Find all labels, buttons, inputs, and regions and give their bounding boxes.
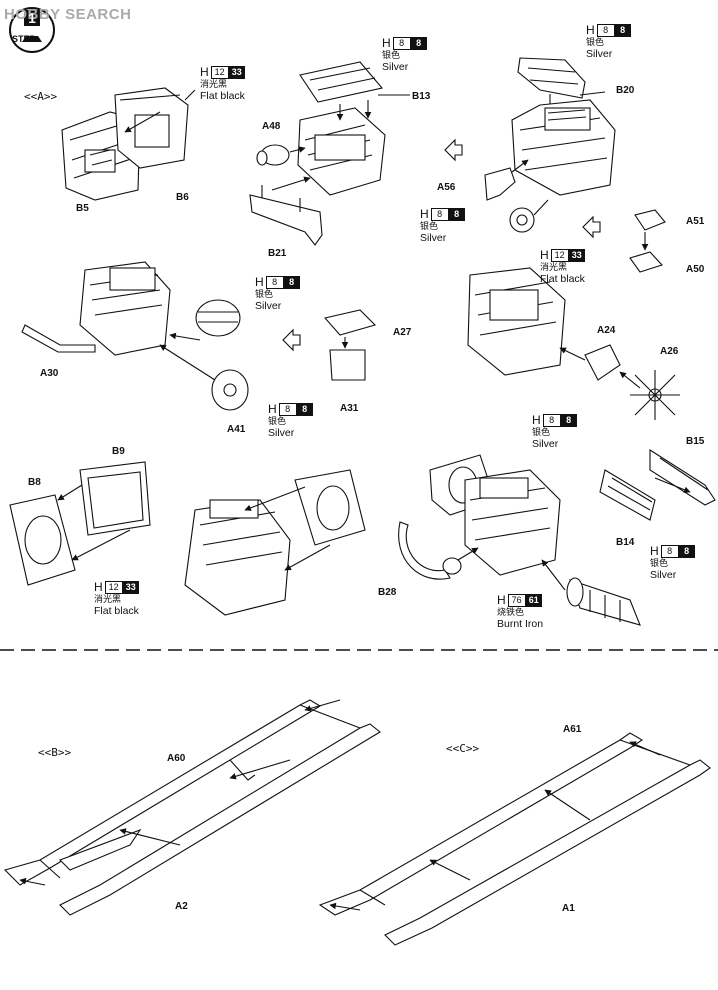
part-label-b13: B13 xyxy=(412,91,431,102)
part-b15-drawing xyxy=(649,448,716,506)
part-a27-drawing xyxy=(323,309,377,336)
engine-bottom-right-drawing xyxy=(429,454,561,576)
part-label-a2: A2 xyxy=(175,901,188,912)
part-turbo-drawing xyxy=(509,199,549,233)
part-label-a24: A24 xyxy=(597,325,616,336)
part-label-b20: B20 xyxy=(616,85,635,96)
part-label-b8: B8 xyxy=(28,477,41,488)
part-label-a50: A50 xyxy=(686,264,705,275)
part-label-a41: A41 xyxy=(227,424,246,435)
part-b20-drawing xyxy=(517,57,586,99)
part-label-a48: A48 xyxy=(262,121,281,132)
subassembly-b-label: <<B>> xyxy=(38,746,72,759)
engine-radiator-assembly-drawing xyxy=(184,469,366,616)
subassembly-a-label: <<A>> xyxy=(24,90,58,103)
part-label-b15: B15 xyxy=(686,436,705,447)
step-label: STEP xyxy=(12,34,36,44)
part-label-a60: A60 xyxy=(167,753,186,764)
part-label-b5: B5 xyxy=(76,203,89,214)
step-badge-graphic xyxy=(9,7,55,53)
engine-mid-right-drawing xyxy=(467,267,566,376)
part-label-a51: A51 xyxy=(686,216,705,227)
part-a24-drawing xyxy=(584,344,621,381)
engine-mid-left-drawing xyxy=(79,261,171,356)
part-a41-drawing xyxy=(211,369,249,411)
part-b9-drawing xyxy=(79,461,151,536)
part-label-b28: B28 xyxy=(378,587,397,598)
part-a50-drawing xyxy=(629,251,663,273)
part-label-a31: A31 xyxy=(340,403,359,414)
part-label-b14: B14 xyxy=(616,537,635,548)
part-label-b9: B9 xyxy=(112,446,125,457)
part-label-a26: A26 xyxy=(660,346,679,357)
part-exhaust-drawing xyxy=(195,299,241,337)
part-flywheel-drawing xyxy=(566,577,641,626)
part-a31-drawing xyxy=(329,349,366,381)
part-label-a27: A27 xyxy=(393,327,412,338)
part-label-b21: B21 xyxy=(268,248,287,259)
part-a51-drawing xyxy=(634,209,666,231)
engine-block-drawing xyxy=(297,61,386,196)
watermark-text: HOBBY SEARCH xyxy=(4,6,132,23)
chassis-frame-b-drawing xyxy=(3,699,381,916)
part-b6-drawing xyxy=(114,87,189,169)
step-number: 1 xyxy=(28,10,36,26)
engine-top-right-drawing xyxy=(511,99,616,196)
part-a56-drawing xyxy=(484,167,516,201)
watermark-logo: HOBBY SEARCH xyxy=(4,6,131,23)
chassis-frame-c-drawing xyxy=(318,732,711,946)
part-label-a61: A61 xyxy=(563,724,582,735)
part-a30-drawing xyxy=(21,324,96,353)
part-b28-drawing xyxy=(398,521,462,580)
part-label-a1: A1 xyxy=(562,903,575,914)
part-label-a30: A30 xyxy=(40,368,59,379)
part-label-b6: B6 xyxy=(176,192,189,203)
part-a26-drawing xyxy=(630,370,680,420)
subassembly-c-label: <<C>> xyxy=(446,742,480,755)
part-b14-drawing xyxy=(599,469,656,521)
part-a48-drawing xyxy=(256,144,290,166)
part-label-a56: A56 xyxy=(437,182,456,193)
part-b21-drawing xyxy=(249,185,323,246)
part-b8-drawing xyxy=(9,494,76,586)
